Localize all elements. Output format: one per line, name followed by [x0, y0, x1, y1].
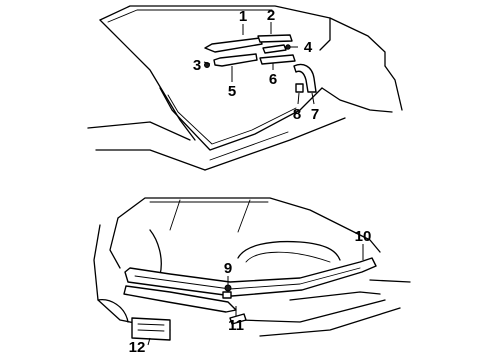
callout-7: 7	[311, 106, 319, 123]
bottom-weatherstrips	[123, 257, 377, 341]
strip-end-part-11	[229, 313, 247, 325]
bracket-part-8	[295, 83, 304, 93]
weatherstrip-part-5	[213, 53, 258, 67]
top-weatherstrips	[204, 34, 317, 93]
weatherstrip-part-11	[123, 285, 237, 313]
weatherstrip-part-2	[257, 34, 293, 43]
weatherstrip-part-4	[262, 44, 287, 54]
top-callouts: 1 2 4 3 5 6 8 7	[193, 7, 319, 123]
weatherstrip-part-10	[124, 257, 377, 297]
callout-8: 8	[293, 106, 301, 123]
callout-11: 11	[228, 317, 244, 334]
callout-6: 6	[269, 71, 277, 88]
callout-5: 5	[228, 83, 236, 100]
trim-part-12	[131, 317, 171, 341]
bottom-callouts: 9 10 11 12	[129, 228, 372, 356]
weatherstrip-part-1	[204, 37, 263, 53]
weatherstrip-part-6	[259, 54, 296, 65]
clip-part-9	[222, 291, 232, 299]
callout-10: 10	[355, 228, 372, 245]
callout-9: 9	[224, 260, 232, 277]
weatherstrip-part-7	[293, 63, 317, 93]
top-vehicle-outline	[87, 5, 403, 171]
fastener-part-4	[285, 44, 291, 50]
bottom-vehicle-outline	[93, 197, 411, 337]
callout-4: 4	[304, 39, 313, 56]
callout-2: 2	[267, 7, 275, 24]
callout-12: 12	[129, 339, 146, 356]
callout-3: 3	[193, 57, 201, 74]
callout-1: 1	[239, 8, 247, 25]
fastener-part-9	[224, 284, 232, 292]
